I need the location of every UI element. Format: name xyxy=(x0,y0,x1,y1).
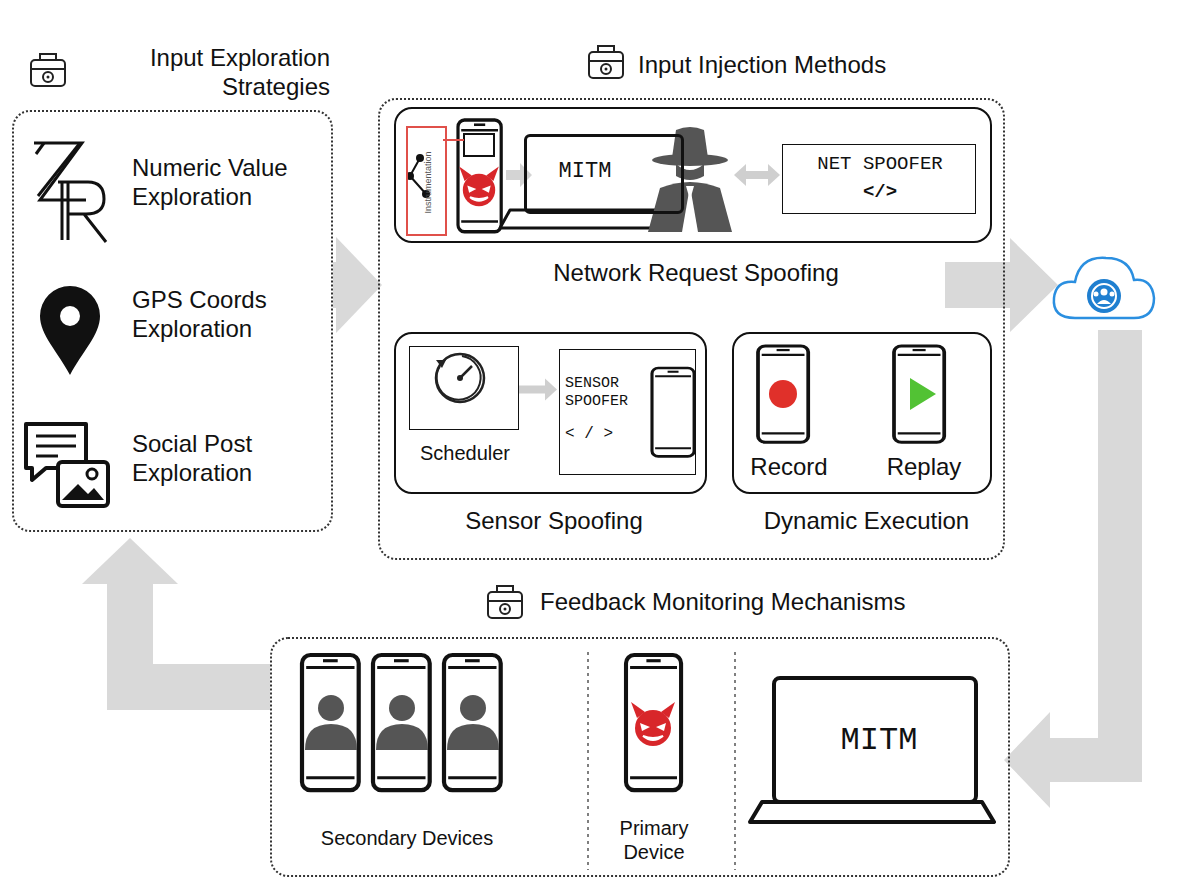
node-heading: SENSOR SPOOFER xyxy=(565,375,655,411)
group-panel: Feedback Monitoring MechanismsSecondary … xyxy=(270,637,1010,877)
node-label: GPS Coords Exploration xyxy=(132,286,322,344)
node-label: < / > xyxy=(565,425,655,444)
node-label: Primary Device xyxy=(602,816,706,864)
instrumentation-box: Instrumentation xyxy=(406,126,447,236)
flow-arrow xyxy=(333,237,382,333)
node-heading: Feedback Monitoring Mechanisms xyxy=(540,588,960,617)
node-label: </> xyxy=(785,181,975,204)
node-heading: MITM xyxy=(796,722,962,760)
node-heading: NET SPOOFER xyxy=(785,153,975,176)
spoofer-box: NET SPOOFER </> xyxy=(782,144,976,214)
arrow-head xyxy=(545,379,557,401)
node-heading: MITM xyxy=(535,159,635,185)
node-heading: Input Injection Methods xyxy=(638,51,998,80)
node-label: Social Post Exploration xyxy=(132,430,322,488)
node-heading: Input Exploration Strategies xyxy=(98,44,330,102)
arrow-head xyxy=(734,164,746,186)
arrow-shaft xyxy=(744,171,770,179)
spoofer-box: SENSOR SPOOFER < / > xyxy=(559,349,696,475)
method-box: Network Request SpoofingInstrumentationM… xyxy=(394,107,992,243)
node-label: Replay xyxy=(879,453,969,482)
node-heading: Scheduler xyxy=(405,441,525,465)
flow-arrow xyxy=(82,538,270,687)
laptop-screen: MITM xyxy=(772,676,978,804)
node-heading: Instrumentation xyxy=(423,127,434,237)
arrow-head xyxy=(82,538,178,584)
node-label: Numeric Value Exploration xyxy=(132,154,322,212)
method-box: Sensor SpoofingSchedulerSENSOR SPOOFER< … xyxy=(394,332,707,494)
arrow-head xyxy=(768,164,780,186)
flow-arrow xyxy=(519,379,557,401)
method-box: Dynamic ExecutionRecordReplay xyxy=(732,332,992,494)
node-heading: Dynamic Execution xyxy=(744,507,989,536)
flow-arrow xyxy=(734,164,780,186)
group-panel: Input Exploration StrategiesNumeric Valu… xyxy=(12,110,333,532)
laptop-screen: MITM xyxy=(524,134,684,214)
node-label: Secondary Devices xyxy=(302,826,512,850)
arrow-shaft xyxy=(519,386,547,394)
node-heading: Sensor Spoofing xyxy=(404,507,704,536)
node-heading: Network Request Spoofing xyxy=(496,259,896,288)
group-panel: Input Injection MethodsNetwork Request S… xyxy=(378,98,1005,560)
scheduler-box: Scheduler xyxy=(409,346,519,430)
node-label: Record xyxy=(749,453,829,482)
arrow-head xyxy=(336,237,382,333)
arrow-shaft xyxy=(130,582,270,687)
